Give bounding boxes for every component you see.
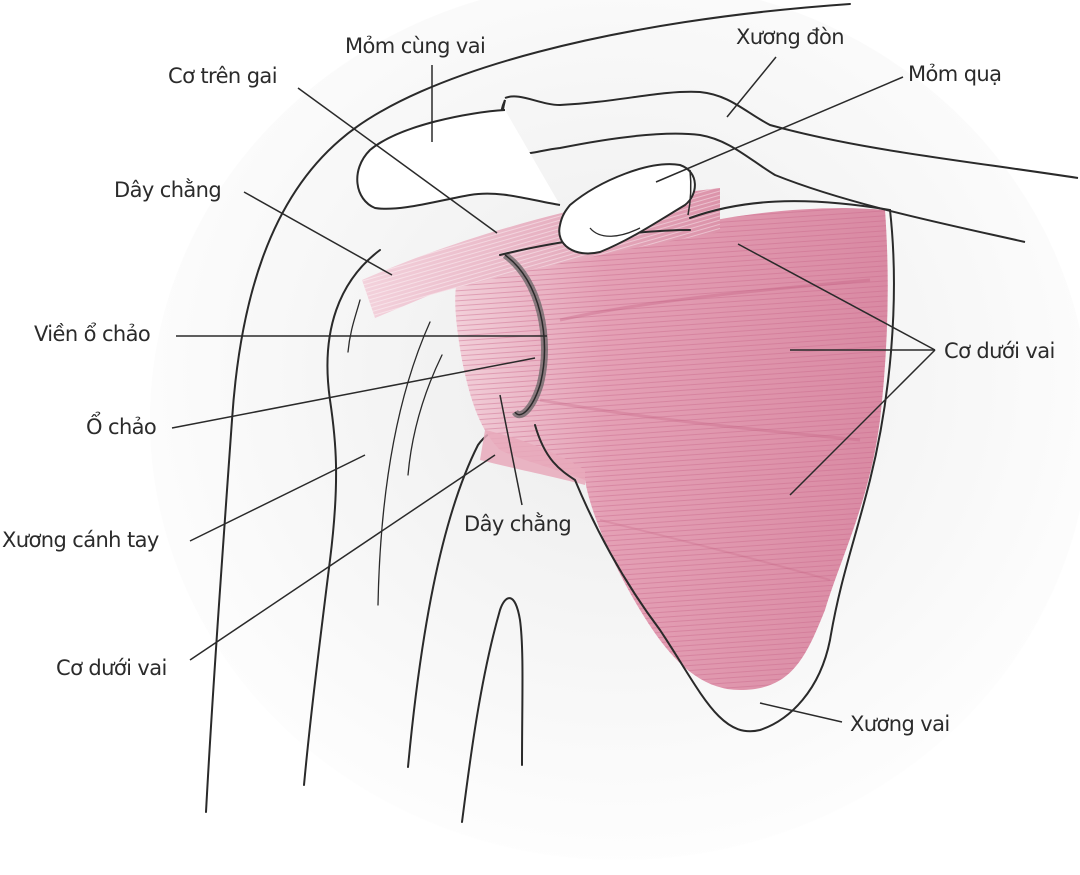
leader-lines bbox=[171, 56, 936, 723]
label-acromion: Mỏm cùng vai bbox=[345, 34, 486, 58]
label-subscapularis-left: Cơ dưới vai bbox=[56, 656, 167, 680]
label-supraspinatus: Cơ trên gai bbox=[168, 64, 278, 88]
coracoid-bone bbox=[558, 163, 696, 255]
label-subscapularis-right: Cơ dưới vai bbox=[944, 339, 1055, 363]
label-humerus: Xương cánh tay bbox=[2, 528, 159, 552]
label-coracoid: Mỏm quạ bbox=[908, 62, 1002, 86]
subscapularis-muscle bbox=[455, 208, 888, 690]
label-glenoid: Ổ chảo bbox=[86, 415, 157, 439]
label-glenoid-labrum: Viền ổ chảo bbox=[34, 322, 151, 346]
lower-ligament bbox=[480, 430, 585, 485]
glenoid-labrum bbox=[502, 252, 548, 419]
label-scapula: Xương vai bbox=[850, 712, 950, 736]
acromion-bone bbox=[356, 109, 561, 210]
label-ligament-lower: Dây chằng bbox=[464, 512, 572, 536]
label-ligament-upper: Dây chằng bbox=[114, 178, 222, 202]
label-clavicle: Xương đòn bbox=[736, 25, 845, 49]
